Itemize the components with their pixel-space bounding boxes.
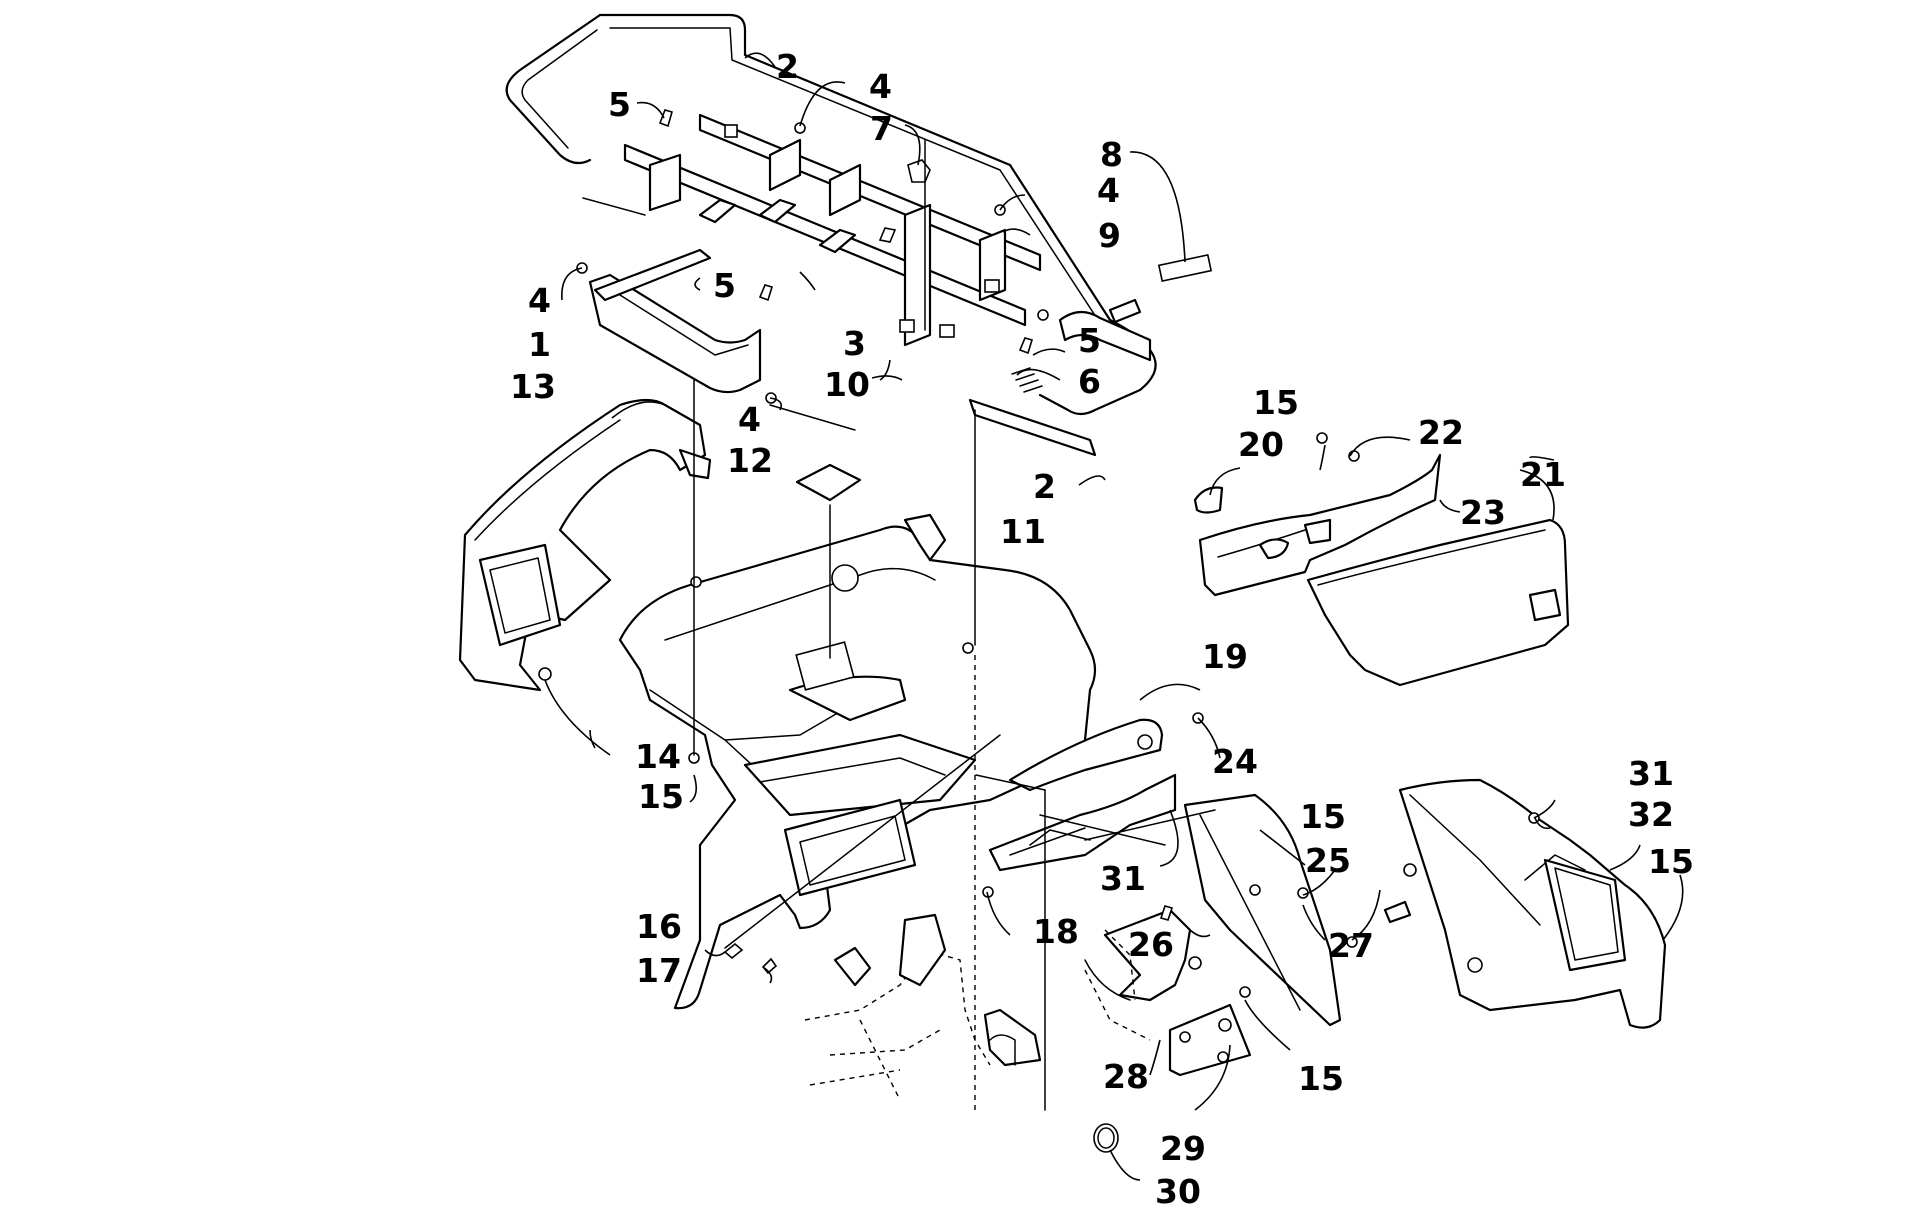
callout-25: 25 xyxy=(1305,841,1351,880)
callout-15-b: 15 xyxy=(1253,383,1299,422)
callout-21: 21 xyxy=(1520,455,1566,494)
callout-9: 9 xyxy=(1098,216,1121,255)
fasteners xyxy=(576,109,1540,1063)
left-side-panel xyxy=(458,398,712,692)
leader-lines xyxy=(544,52,1684,1181)
callout-14: 14 xyxy=(635,737,681,776)
callout-12: 12 xyxy=(727,441,773,480)
callout-6: 6 xyxy=(1078,362,1101,401)
callout-labels: 1 2 2 3 4 4 4 4 5 5 5 6 7 8 9 10 11 12 1… xyxy=(510,47,1694,1209)
callout-3: 3 xyxy=(843,324,866,363)
callout-15-c: 15 xyxy=(1300,797,1346,836)
callout-5-c: 5 xyxy=(1078,321,1101,360)
callout-15-a: 15 xyxy=(638,777,684,816)
right-upper-panels xyxy=(1193,450,1570,687)
callout-16: 16 xyxy=(636,907,682,946)
callout-2-top: 2 xyxy=(776,47,799,86)
callout-8: 8 xyxy=(1100,135,1123,174)
callout-28: 28 xyxy=(1103,1057,1149,1096)
callout-2-bottom: 2 xyxy=(1033,467,1056,506)
callout-30: 30 xyxy=(1155,1172,1201,1209)
callout-20: 20 xyxy=(1238,425,1284,464)
callout-31-a: 31 xyxy=(1100,859,1146,898)
callout-4-d: 4 xyxy=(738,400,761,439)
callout-17: 17 xyxy=(636,951,682,990)
callout-19: 19 xyxy=(1202,637,1248,676)
callout-26: 26 xyxy=(1128,925,1174,964)
frame-section xyxy=(804,913,1151,1101)
callout-18: 18 xyxy=(1033,912,1079,951)
callout-15-d: 15 xyxy=(1648,842,1694,881)
callout-29: 29 xyxy=(1160,1129,1206,1168)
callout-7: 7 xyxy=(870,109,893,148)
callout-27: 27 xyxy=(1328,926,1374,965)
callout-10: 10 xyxy=(824,365,870,404)
callout-1: 1 xyxy=(528,325,551,364)
callout-4-a: 4 xyxy=(869,67,892,106)
callout-24: 24 xyxy=(1212,742,1258,781)
callout-32: 32 xyxy=(1628,795,1674,834)
callout-5-a: 5 xyxy=(608,85,631,124)
callout-31-b: 31 xyxy=(1628,754,1674,793)
callout-22: 22 xyxy=(1418,413,1464,452)
callout-4-c: 4 xyxy=(528,281,551,320)
callout-4-b: 4 xyxy=(1097,171,1120,210)
callout-5-b: 5 xyxy=(713,266,736,305)
callout-23: 23 xyxy=(1460,493,1506,532)
rear-fender xyxy=(618,513,1097,1010)
right-lower-panel xyxy=(1383,778,1667,1029)
callout-11: 11 xyxy=(1000,512,1046,551)
callout-15-e: 15 xyxy=(1298,1059,1344,1098)
callout-13: 13 xyxy=(510,367,556,406)
inner-fender xyxy=(988,718,1342,1077)
